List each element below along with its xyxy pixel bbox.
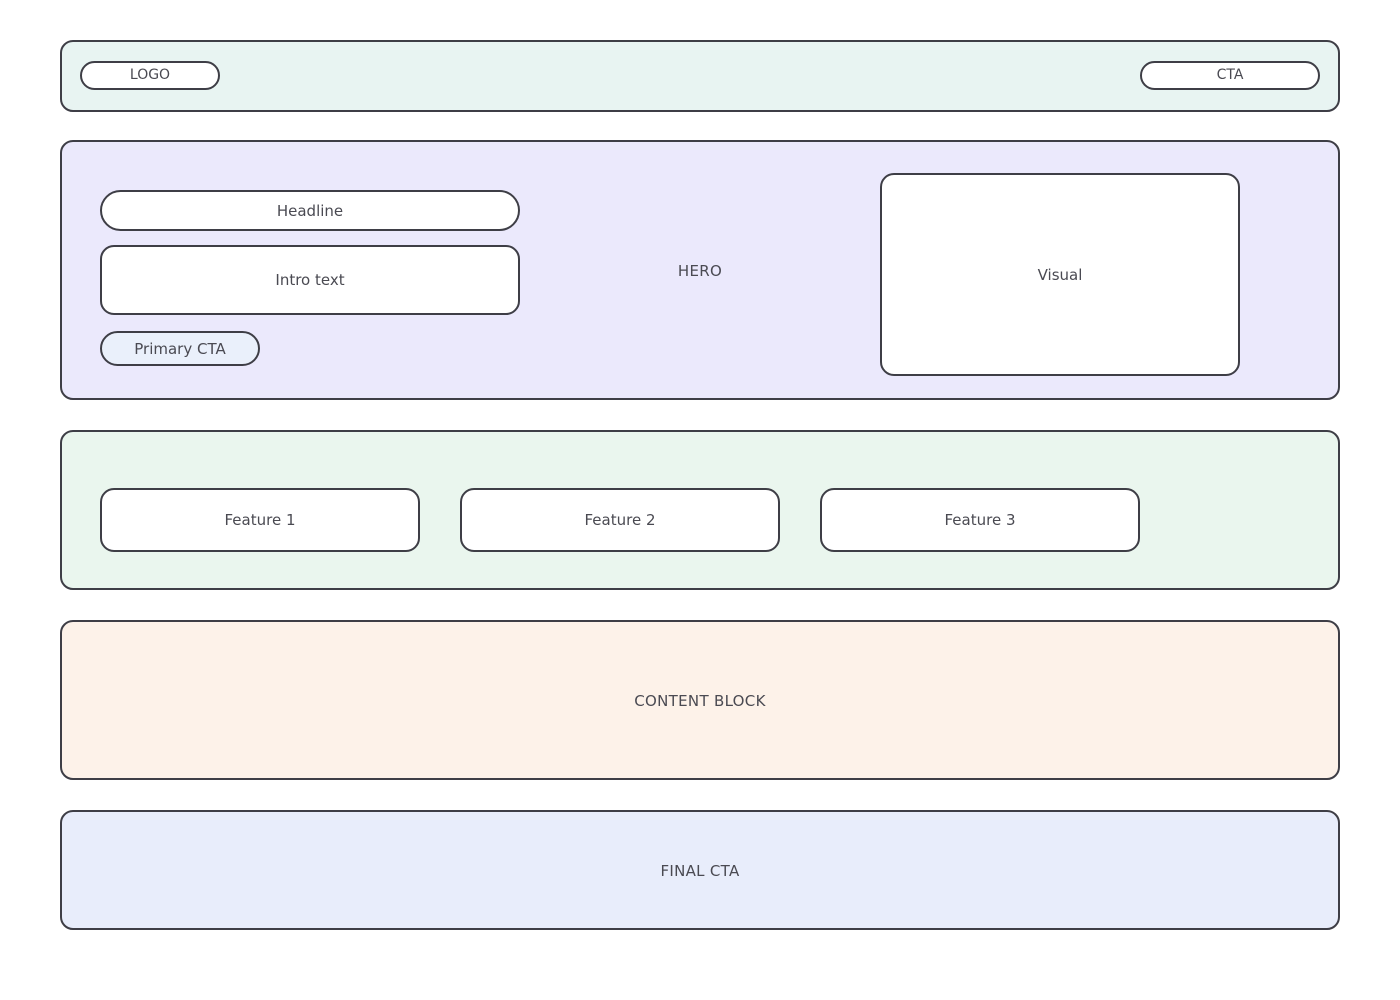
hero-headline-placeholder: Headline — [100, 190, 520, 231]
feature-card-3[interactable]: Feature 3 — [820, 488, 1140, 552]
hero-intro-text-placeholder: Intro text — [100, 245, 520, 315]
header-cta-button[interactable]: CTA — [1140, 61, 1320, 90]
header-section — [60, 40, 1340, 112]
content-block-section — [60, 620, 1340, 780]
hero-primary-cta-button[interactable]: Primary CTA — [100, 331, 260, 366]
final-cta-label: FINAL CTA — [660, 862, 740, 880]
content-block-label: CONTENT BLOCK — [634, 692, 766, 710]
feature-card-2[interactable]: Feature 2 — [460, 488, 780, 552]
logo-button[interactable]: LOGO — [80, 61, 220, 90]
hero-section-label: HERO — [677, 262, 723, 280]
hero-visual-placeholder: Visual — [880, 173, 1240, 376]
final-cta-section — [60, 810, 1340, 930]
feature-card-1[interactable]: Feature 1 — [100, 488, 420, 552]
